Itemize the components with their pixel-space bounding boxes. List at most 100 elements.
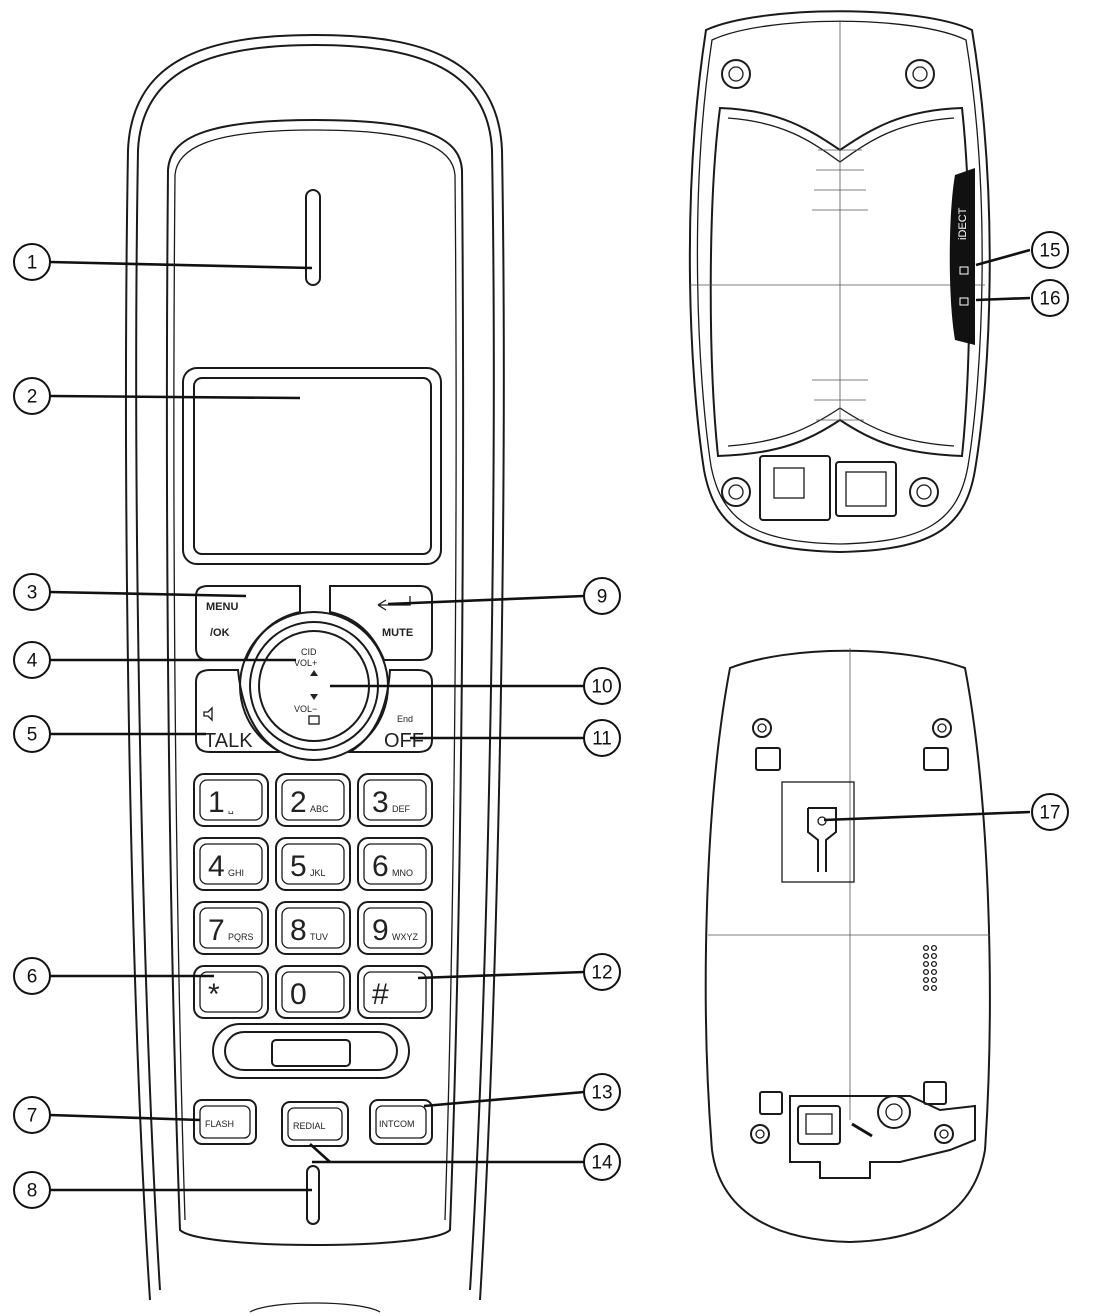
callout-number: 5 (27, 725, 38, 746)
callout-number: 3 (27, 583, 38, 604)
key-digit: 0 (290, 978, 307, 1011)
key-star[interactable]: * (193, 965, 269, 1019)
earpiece-slot (305, 189, 321, 286)
key-letters: GHI (228, 868, 244, 878)
key-digit: 8 (290, 914, 307, 947)
center-key-inset (271, 1039, 351, 1067)
callout-5: 5 (13, 715, 51, 753)
charge-contact-icon (959, 297, 969, 306)
key-letters: DEF (392, 804, 411, 814)
mute-label: MUTE (382, 627, 413, 639)
callout-circle (583, 1073, 621, 1111)
callout-number: 2 (27, 387, 38, 408)
callout-17: 17 (1031, 793, 1069, 831)
phone-jack (797, 1105, 841, 1145)
callout-12: 12 (583, 953, 621, 991)
talk-label: TALK (204, 730, 253, 752)
intcom-button[interactable]: INTCOM (369, 1099, 433, 1145)
display-outer (182, 367, 442, 565)
mute-button[interactable] (329, 585, 433, 661)
callout-number: 1 (27, 253, 38, 274)
key-letters: MNO (392, 868, 413, 878)
display-screen (193, 377, 432, 555)
callout-number: 12 (591, 963, 612, 984)
key-digit: 7 (208, 914, 225, 947)
callout-6: 6 (13, 957, 51, 995)
callout-circle (13, 957, 51, 995)
callout-circle (13, 377, 51, 415)
key-digit: 6 (372, 850, 389, 883)
talk-button[interactable] (195, 669, 284, 753)
callout-number: 7 (27, 1106, 38, 1127)
callout-number: 13 (591, 1083, 612, 1104)
key-letters: TUV (310, 932, 328, 942)
center-key-outer (212, 1023, 410, 1079)
callout-3: 3 (13, 573, 51, 611)
callout-16: 16 (1031, 279, 1069, 317)
vent-holes (922, 944, 938, 992)
handset-front: MENU /OK MUTE CID VOL+ VOL− TALK End OFF… (125, 33, 505, 1313)
end-off-button[interactable] (346, 669, 433, 753)
charge-contact-icon (959, 266, 969, 275)
callout-9: 9 (583, 577, 621, 615)
vol-down-label: VOL− (294, 704, 317, 714)
microphone-slot (306, 1165, 320, 1225)
handset-back: iDECT (688, 10, 991, 554)
redial-button[interactable]: REDIAL (281, 1101, 349, 1147)
key-digit: 9 (372, 914, 389, 947)
key-1[interactable]: 1␣ (193, 773, 269, 827)
callout-13: 13 (583, 1073, 621, 1111)
callout-2: 2 (13, 377, 51, 415)
callout-number: 15 (1039, 241, 1060, 262)
base-unit (704, 648, 991, 1244)
key-hash[interactable]: # (357, 965, 433, 1019)
callout-lines (49, 248, 1031, 1192)
callout-11: 11 (583, 719, 621, 757)
callout-4: 4 (13, 641, 51, 679)
callout-14: 14 (583, 1143, 621, 1181)
dect-label: iDECT (957, 207, 969, 240)
off-label: OFF (384, 730, 424, 752)
callout-7: 7 (13, 1096, 51, 1134)
menu-label: MENU (206, 601, 238, 613)
center-key[interactable] (224, 1031, 398, 1071)
callout-circle (1031, 279, 1069, 317)
key-0[interactable]: 0 (275, 965, 351, 1019)
key-digit: 5 (290, 850, 307, 883)
callout-circle (13, 1096, 51, 1134)
ok-label: /OK (210, 627, 230, 639)
down-arrow-icon (310, 694, 318, 700)
phonebook-icon (308, 715, 320, 725)
callout-circle (13, 641, 51, 679)
callout-number: 14 (591, 1153, 613, 1174)
key-letters: WXYZ (392, 932, 419, 942)
callout-number: 4 (27, 651, 38, 672)
callout-1: 1 (13, 243, 51, 281)
callout-circle (13, 1171, 51, 1209)
end-label: End (397, 714, 413, 724)
key-digit: # (372, 978, 389, 1011)
callout-8: 8 (13, 1171, 51, 1209)
callout-number: 11 (592, 729, 612, 750)
callout-circle (583, 1143, 621, 1181)
key-digit: * (208, 978, 220, 1011)
flash-button[interactable]: FLASH (193, 1099, 257, 1145)
menu-ok-button[interactable] (195, 585, 301, 661)
callout-number: 6 (27, 967, 38, 988)
callout-15: 15 (1031, 231, 1069, 269)
callout-number: 17 (1039, 803, 1060, 824)
redial-label: REDIAL (293, 1121, 326, 1131)
key-digit: 4 (208, 850, 225, 883)
key-digit: 3 (372, 786, 389, 819)
callout-circle (1031, 793, 1069, 831)
key-letters: ABC (310, 804, 329, 814)
